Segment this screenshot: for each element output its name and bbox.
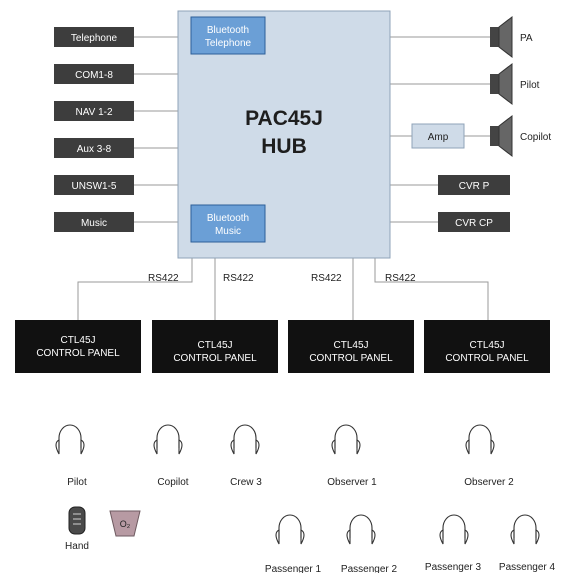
amp-box — [411, 123, 465, 149]
control-panel-3 — [288, 320, 414, 373]
headset-observer2-icon — [465, 424, 495, 455]
input-sources: Telephone COM1-8 NAV 1-2 Aux 3-8 UNSW1-5… — [54, 27, 134, 232]
bluetooth-telephone-line1: Bluetooth — [207, 25, 249, 36]
input-aux-box — [54, 138, 134, 158]
rs422-label-2: RS422 — [223, 273, 254, 284]
headset-observer1-icon — [331, 424, 361, 455]
control-panels: CTL45J CONTROL PANEL CTL45J CONTROL PANE… — [15, 320, 550, 373]
control-panel-4-line1: CTL45J — [469, 340, 504, 351]
bluetooth-music-line1: Bluetooth — [207, 213, 249, 224]
headset-crew3-label: Crew 3 — [230, 477, 262, 488]
hub-title-line2: HUB — [261, 135, 307, 158]
headsets — [55, 424, 540, 545]
headset-passenger1-label: Passenger 1 — [265, 564, 322, 573]
headset-copilot-label: Copilot — [157, 477, 188, 488]
bluetooth-music-line2: Music — [215, 226, 241, 237]
control-panel-4 — [424, 320, 550, 373]
input-com-box — [54, 64, 134, 84]
input-unsw-label: UNSW1-5 — [71, 181, 116, 192]
speaker-pa-icon — [490, 15, 513, 59]
input-com-label: COM1-8 — [75, 70, 113, 81]
input-music-box — [54, 212, 134, 232]
rs422-label-1: RS422 — [148, 273, 179, 284]
amp-label: Amp — [428, 132, 449, 143]
bluetooth-telephone-box — [190, 16, 266, 55]
hand-mic-label: Hand — [65, 541, 89, 552]
headset-pilot-label: Pilot — [67, 477, 87, 488]
input-telephone-box — [54, 27, 134, 47]
headset-copilot-icon — [153, 424, 183, 455]
headset-observer1-label: Observer 1 — [327, 477, 377, 488]
oxygen-mask-label: O₂ — [120, 519, 131, 529]
input-aux-label: Aux 3-8 — [77, 144, 112, 155]
headset-crew3-icon — [230, 424, 260, 455]
hub-title-line1: PAC45J — [245, 107, 323, 130]
control-panel-2-line1: CTL45J — [197, 340, 232, 351]
speaker-pilot-label: Pilot — [520, 80, 540, 91]
cvr-cp-label: CVR CP — [455, 218, 493, 229]
input-nav-box — [54, 101, 134, 121]
control-panel-1-line1: CTL45J — [60, 335, 95, 346]
control-panel-2-line2: CONTROL PANEL — [173, 353, 257, 364]
bluetooth-music-box — [190, 204, 266, 243]
bluetooth-telephone-line2: Telephone — [205, 38, 252, 49]
headset-passenger2-icon — [346, 514, 376, 545]
connector-lines — [77, 36, 490, 320]
cvr-cp-box — [438, 212, 510, 232]
control-panel-1-line2: CONTROL PANEL — [36, 348, 120, 359]
headset-passenger1-icon — [275, 514, 305, 545]
input-nav-label: NAV 1-2 — [75, 107, 112, 118]
headset-passenger2-label: Passenger 2 — [341, 564, 398, 573]
input-telephone-label: Telephone — [71, 33, 118, 44]
cvr-p-box — [438, 175, 510, 195]
rs422-label-3: RS422 — [311, 273, 342, 284]
hand-mic-icon — [68, 506, 86, 535]
headset-passenger4-label: Passenger 4 — [499, 562, 556, 573]
speaker-copilot-label: Copilot — [520, 132, 551, 143]
headset-passenger3-label: Passenger 3 — [425, 562, 482, 573]
input-music-label: Music — [81, 218, 107, 229]
headset-pilot-icon — [55, 424, 85, 455]
rs422-label-4: RS422 — [385, 273, 416, 284]
cvr-p-label: CVR P — [459, 181, 490, 192]
headset-passenger4-icon — [510, 514, 540, 545]
headset-passenger3-icon — [439, 514, 469, 545]
control-panel-3-line1: CTL45J — [333, 340, 368, 351]
headset-observer2-label: Observer 2 — [464, 477, 514, 488]
control-panel-3-line2: CONTROL PANEL — [309, 353, 393, 364]
speakers: PA Pilot Copilot — [490, 15, 551, 158]
input-unsw-box — [54, 175, 134, 195]
speaker-pa-label: PA — [520, 33, 533, 44]
control-panel-4-line2: CONTROL PANEL — [445, 353, 529, 364]
control-panel-2 — [152, 320, 278, 373]
control-panel-1 — [15, 320, 141, 373]
speaker-copilot-icon — [490, 114, 513, 158]
speaker-pilot-icon — [490, 62, 513, 106]
oxygen-mask-icon — [109, 510, 141, 537]
